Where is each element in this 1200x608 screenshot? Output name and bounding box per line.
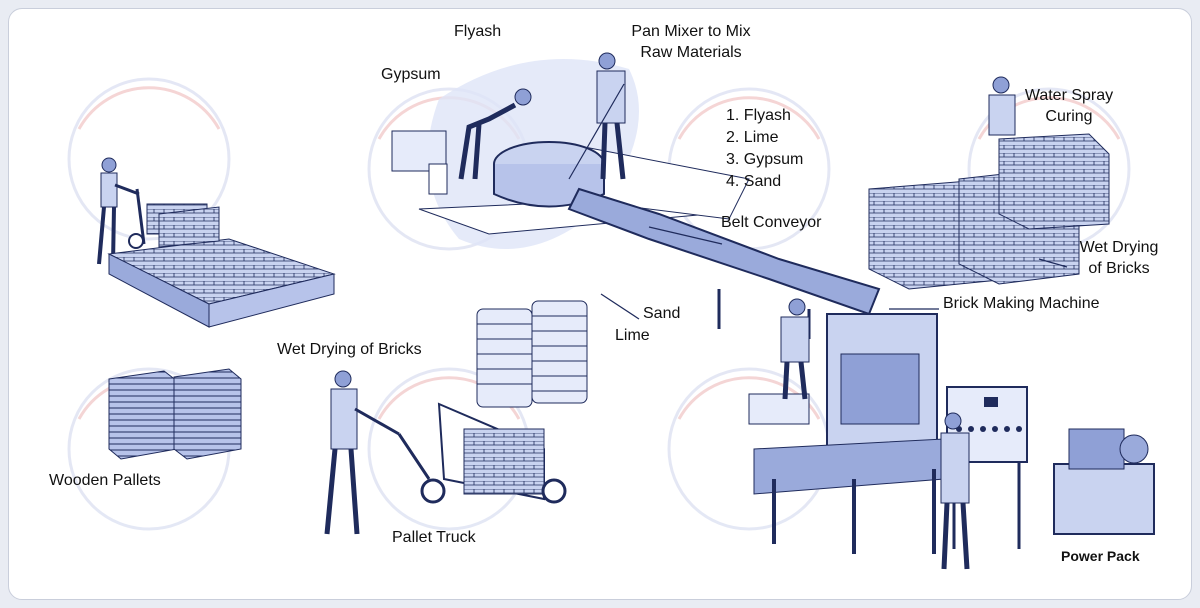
wet-drying-right-line1: Wet Drying bbox=[1079, 239, 1159, 256]
diagram-frame: Flyash Gypsum Pan Mixer to Mix Raw Mater… bbox=[8, 8, 1192, 600]
lime-label: Lime bbox=[615, 327, 650, 344]
raw-material-item: 3. Gypsum bbox=[726, 151, 804, 168]
sand-label: Sand bbox=[643, 305, 681, 322]
pan-mixer-label: Pan Mixer to Mix Raw Materials bbox=[621, 21, 761, 63]
raw-materials-list: 1. Flyash 2. Lime 3. Gypsum 4. Sand bbox=[726, 105, 803, 193]
wooden-pallets-label: Wooden Pallets bbox=[49, 472, 161, 489]
illustration bbox=[67, 52, 1155, 570]
raw-material-item: 1. Flyash bbox=[726, 107, 791, 124]
water-spray-label-line2: Curing bbox=[1045, 108, 1093, 125]
brick-making-machine-label: Brick Making Machine bbox=[943, 295, 1100, 312]
leader-lines bbox=[568, 83, 1068, 320]
gypsum-label: Gypsum bbox=[381, 66, 441, 83]
brick-making-machine-drawing bbox=[748, 298, 945, 554]
flyash-label: Flyash bbox=[454, 23, 502, 40]
wet-drying-right-label: Wet Drying of Bricks bbox=[1069, 237, 1169, 279]
sand-lime-bags bbox=[476, 300, 588, 408]
curing-bricks-area bbox=[868, 76, 1110, 290]
wooden-pallets-stacks bbox=[108, 368, 242, 460]
control-panel-power-pack bbox=[940, 386, 1155, 570]
belt-conveyor-label: Belt Conveyor bbox=[721, 214, 822, 231]
wet-drying-right-line2: of Bricks bbox=[1088, 260, 1150, 277]
wet-drying-left-label: Wet Drying of Bricks bbox=[277, 341, 422, 358]
raw-material-item: 2. Lime bbox=[726, 129, 779, 146]
power-pack-label: Power Pack bbox=[1061, 548, 1140, 564]
pallet-truck-label: Pallet Truck bbox=[392, 529, 476, 546]
pan-mixer-area bbox=[391, 52, 881, 339]
wet-drying-left-area bbox=[97, 157, 336, 328]
water-spray-label: Water Spray Curing bbox=[1014, 85, 1124, 127]
water-spray-label-line1: Water Spray bbox=[1024, 87, 1114, 104]
raw-material-item: 4. Sand bbox=[726, 173, 782, 190]
pan-mixer-label-line1: Pan Mixer to Mix bbox=[631, 23, 751, 40]
pan-mixer-label-line2: Raw Materials bbox=[640, 44, 742, 61]
pallet-truck-drawing bbox=[324, 370, 567, 535]
